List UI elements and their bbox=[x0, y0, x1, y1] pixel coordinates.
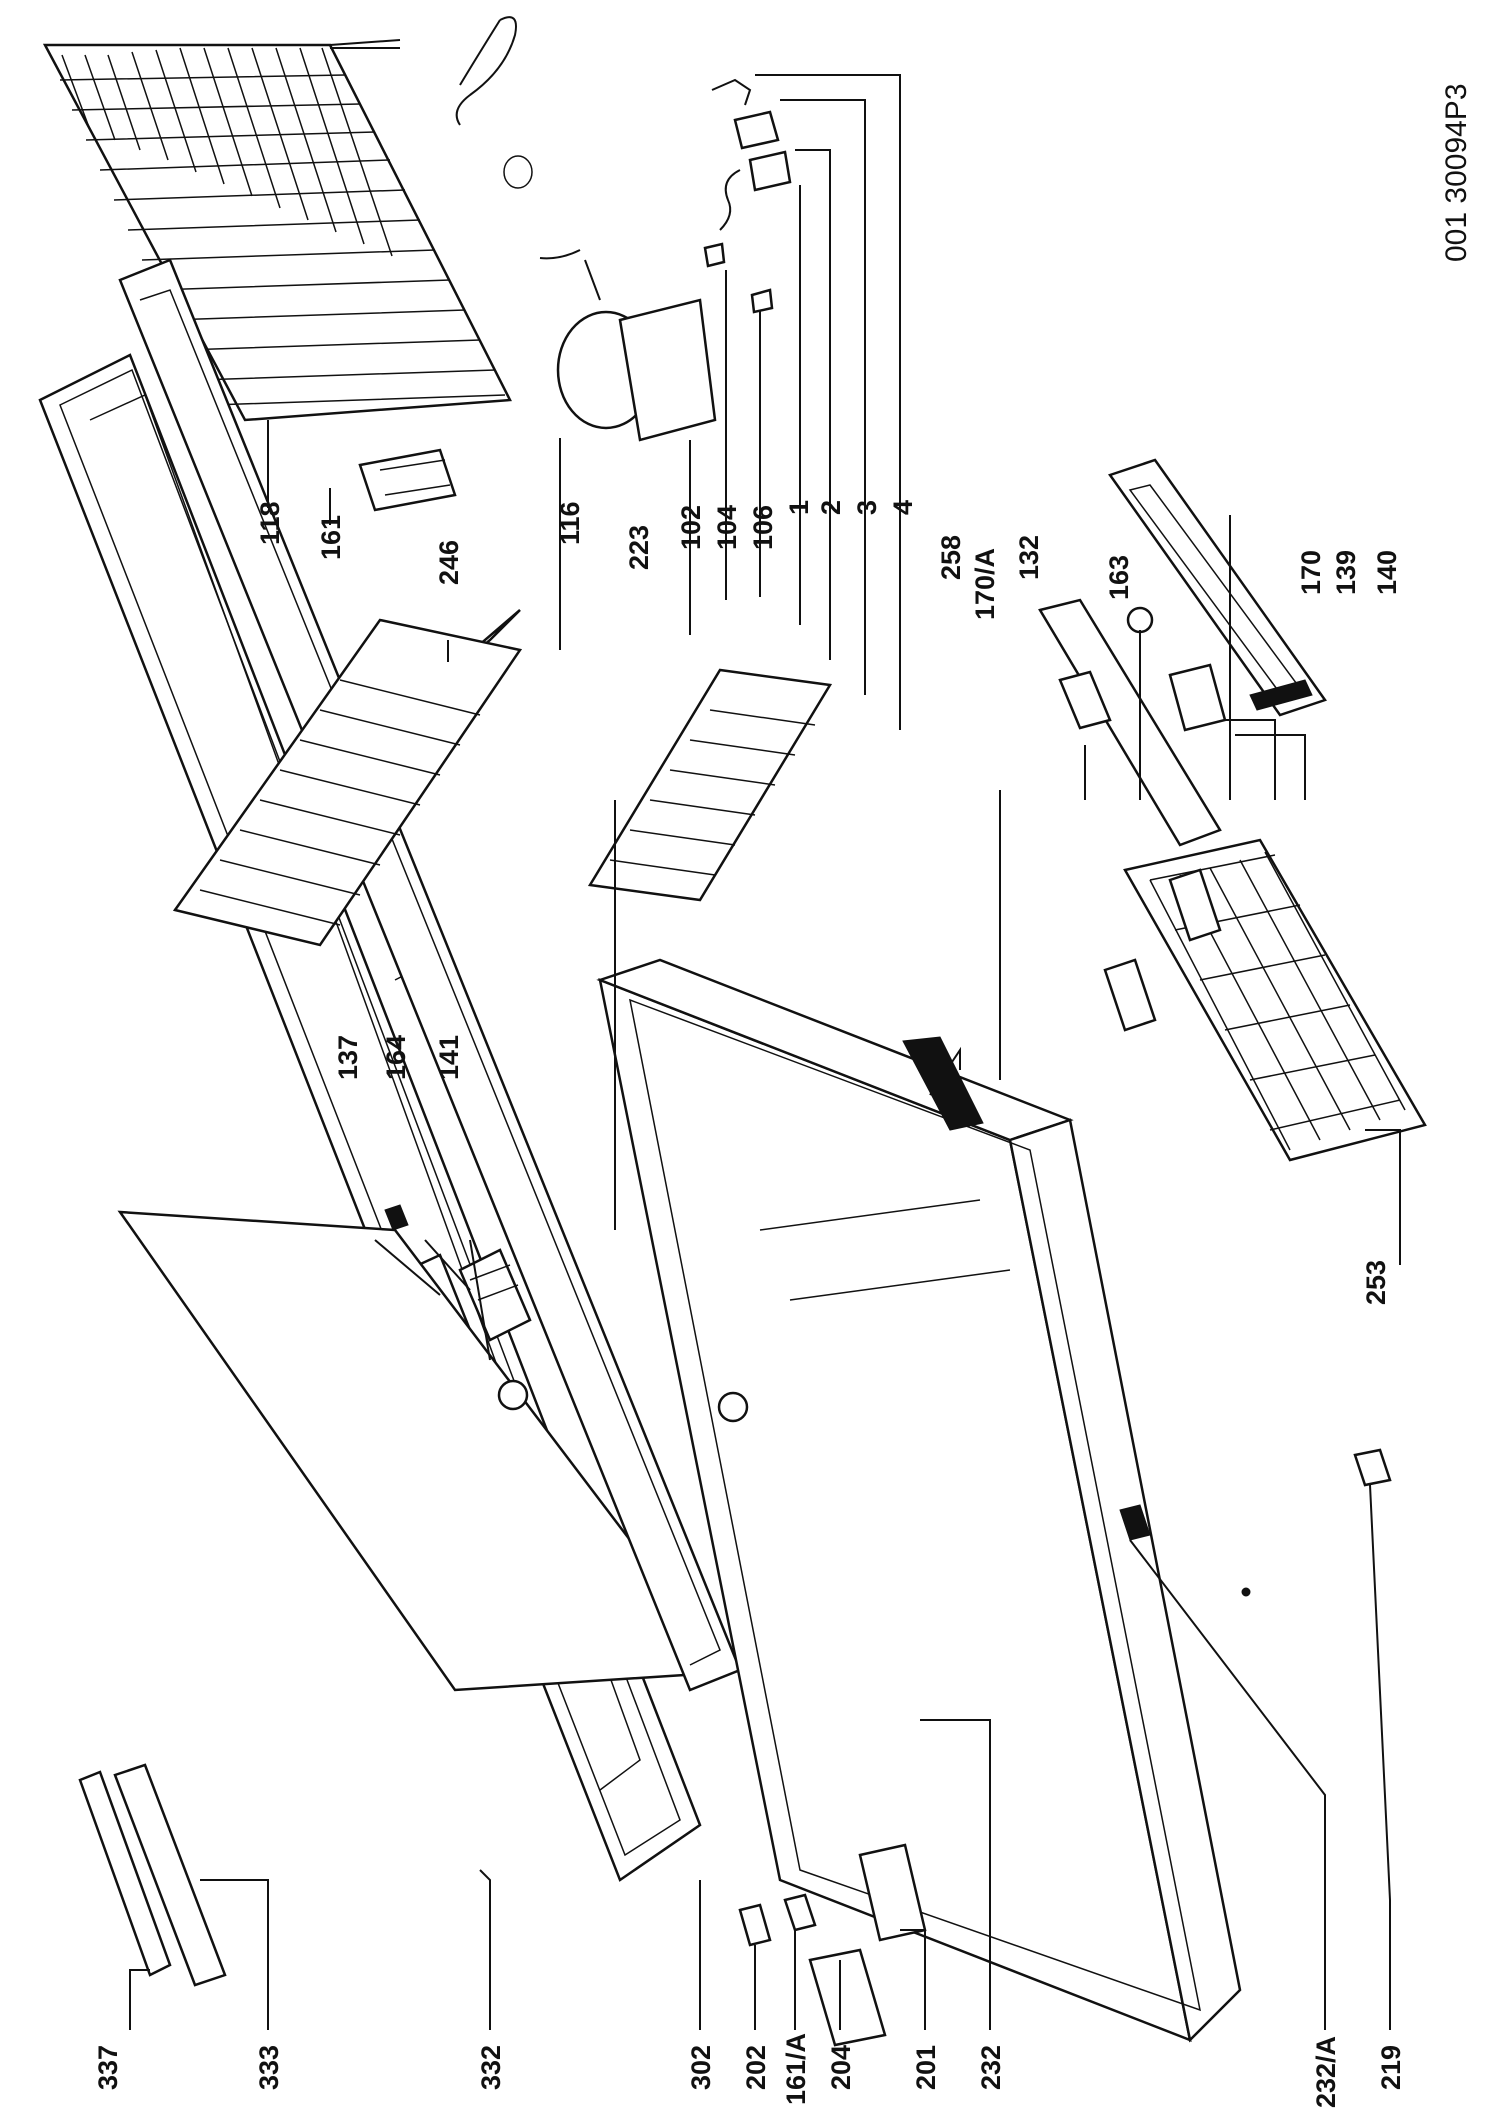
label-337: 337 bbox=[93, 2045, 123, 2090]
label-246: 246 bbox=[434, 540, 464, 585]
label-302: 302 bbox=[686, 2045, 716, 2090]
thermostat-knob-139-140 bbox=[1168, 663, 1227, 732]
bracket-161 bbox=[358, 448, 457, 512]
label-140: 140 bbox=[1372, 550, 1402, 595]
label-332: 332 bbox=[476, 2045, 506, 2090]
label-204: 204 bbox=[826, 2045, 856, 2090]
parts-104-106 bbox=[703, 242, 774, 314]
label-201: 201 bbox=[911, 2045, 941, 2090]
drawing-code: 001 30094P3 bbox=[1440, 83, 1473, 262]
label-223: 223 bbox=[624, 525, 654, 570]
label-106: 106 bbox=[748, 505, 778, 550]
label-163: 163 bbox=[1104, 555, 1134, 600]
part-labels: 118 161 246 116 223 102 104 106 1 2 3 4 … bbox=[93, 500, 1406, 2108]
label-232a: 232/A bbox=[1311, 2036, 1341, 2108]
label-1: 1 bbox=[784, 500, 814, 515]
label-170: 170 bbox=[1296, 550, 1326, 595]
label-253: 253 bbox=[1361, 1260, 1391, 1305]
light-assembly bbox=[458, 1248, 532, 1411]
wire-basket bbox=[1123, 838, 1427, 1162]
label-104: 104 bbox=[712, 505, 742, 550]
hinge-258 bbox=[1103, 868, 1222, 1032]
label-161: 161 bbox=[316, 515, 346, 560]
leader-lines bbox=[129, 74, 1401, 2030]
label-219: 219 bbox=[1376, 2045, 1406, 2090]
label-333: 333 bbox=[254, 2045, 284, 2090]
label-139: 139 bbox=[1331, 550, 1361, 595]
label-3: 3 bbox=[852, 500, 882, 515]
label-102: 102 bbox=[676, 505, 706, 550]
label-118: 118 bbox=[255, 501, 285, 545]
relay-parts-1-4 bbox=[711, 78, 792, 231]
label-232: 232 bbox=[976, 2045, 1006, 2090]
freezer-cabinet bbox=[596, 958, 1251, 2043]
handle-337-333 bbox=[78, 1763, 227, 1987]
label-202: 202 bbox=[741, 2045, 771, 2090]
label-116: 116 bbox=[555, 501, 585, 545]
label-161a: 161/A bbox=[781, 2033, 811, 2105]
part-219 bbox=[1353, 1448, 1392, 1487]
control-cover bbox=[1108, 458, 1327, 717]
label-137: 137 bbox=[333, 1035, 363, 1080]
label-170a: 170/A bbox=[970, 548, 1000, 620]
shelf-223 bbox=[587, 668, 833, 902]
label-258: 258 bbox=[936, 535, 966, 580]
shelf-246 bbox=[172, 609, 523, 947]
label-164: 164 bbox=[381, 1035, 411, 1080]
label-2: 2 bbox=[816, 500, 846, 515]
control-panel bbox=[1038, 598, 1222, 847]
compressor bbox=[455, 16, 717, 442]
label-4: 4 bbox=[888, 500, 918, 515]
label-141: 141 bbox=[434, 1035, 464, 1080]
label-132: 132 bbox=[1014, 535, 1044, 580]
